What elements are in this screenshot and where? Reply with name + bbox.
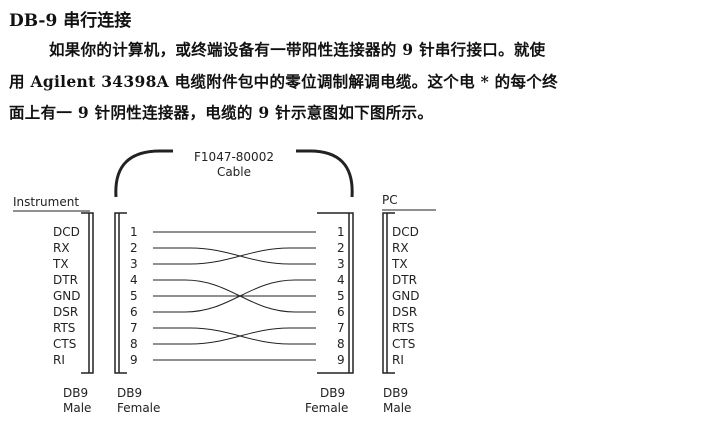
instrument-signal-dcd: DCD <box>53 225 80 239</box>
cable-left-connector-gender: Female <box>117 401 160 415</box>
pc-connector-gender: Male <box>383 401 411 415</box>
left-pin-6: 6 <box>130 305 138 319</box>
cable-left-connector-box <box>114 212 127 374</box>
instrument-label: Instrument <box>13 195 79 209</box>
pc-signal-tx: TX <box>391 257 408 271</box>
pc-connector-box <box>382 212 395 374</box>
right-pin-5: 5 <box>337 289 345 303</box>
instrument-signal-dsr: DSR <box>53 305 78 319</box>
wire-7-to-8 <box>153 327 316 345</box>
instrument-signal-cts: CTS <box>53 337 76 351</box>
instrument-connector-gender: Male <box>63 401 91 415</box>
left-pin-2: 2 <box>130 241 138 255</box>
cable-right-pin-list: 1 2 3 4 5 6 7 8 9 <box>337 225 345 367</box>
left-pin-1: 1 <box>130 225 138 239</box>
pc-signal-dcd: DCD <box>392 225 419 239</box>
cable-outline <box>114 149 354 198</box>
cable-left-connector-type: DB9 <box>117 386 142 400</box>
left-pin-5: 5 <box>130 289 138 303</box>
pc-signal-ri: RI <box>392 353 404 367</box>
right-pin-7: 7 <box>337 321 345 335</box>
cable-label: Cable <box>217 165 251 179</box>
pc-signal-dsr: DSR <box>392 305 417 319</box>
pc-signal-rts: RTS <box>392 321 414 335</box>
paragraph-line-3: 面上有一 9 针阴性连接器，电缆的 9 针示意图如下图所示。 <box>9 103 434 122</box>
instrument-signal-gnd: GND <box>53 289 81 303</box>
right-pin-9: 9 <box>337 353 345 367</box>
instrument-signal-list: DCD RX TX DTR GND DSR RTS CTS RI <box>52 225 81 367</box>
wire-8-to-7 <box>153 327 316 345</box>
section-heading: DB-9 串行连接 <box>9 11 132 31</box>
cable-right-connector-gender: Female <box>305 401 348 415</box>
right-pin-6: 6 <box>337 305 345 319</box>
right-pin-4: 4 <box>337 273 345 287</box>
wire-2-to-3 <box>153 247 316 265</box>
right-pin-2: 2 <box>337 241 345 255</box>
pc-label: PC <box>382 193 398 207</box>
cable-part-number: F1047-80002 <box>194 150 274 164</box>
paragraph-line-2: 用 Agilent 34398A 电缆附件包中的零位调制解调电缆。这个电 * 的… <box>9 72 558 91</box>
left-pin-9: 9 <box>130 353 138 367</box>
wire-6-to-4 <box>153 279 316 313</box>
instrument-signal-rx: RX <box>53 241 70 255</box>
left-pin-4: 4 <box>130 273 138 287</box>
instrument-signal-tx: TX <box>52 257 69 271</box>
right-pin-3: 3 <box>337 257 345 271</box>
left-pin-8: 8 <box>130 337 138 351</box>
pc-signal-list: DCD RX TX DTR GND DSR RTS CTS RI <box>391 225 420 367</box>
pc-signal-cts: CTS <box>392 337 415 351</box>
instrument-connector-box <box>81 212 94 374</box>
instrument-signal-ri: RI <box>53 353 65 367</box>
pc-signal-gnd: GND <box>392 289 420 303</box>
cable-right-connector-type: DB9 <box>320 386 345 400</box>
instrument-signal-rts: RTS <box>53 321 75 335</box>
instrument-signal-dtr: DTR <box>53 273 78 287</box>
left-pin-7: 7 <box>130 321 138 335</box>
wiring <box>153 231 316 361</box>
pc-signal-rx: RX <box>392 241 409 255</box>
right-pin-8: 8 <box>337 337 345 351</box>
paragraph-line-1: 如果你的计算机，或终端设备有一带阳性连接器的 9 针串行接口。就使 <box>49 40 546 59</box>
pc-signal-dtr: DTR <box>392 273 417 287</box>
pc-connector-type: DB9 <box>383 386 408 400</box>
instrument-connector-type: DB9 <box>63 386 88 400</box>
right-pin-1: 1 <box>337 225 345 239</box>
left-pin-3: 3 <box>130 257 138 271</box>
cable-right-connector-box <box>317 212 354 374</box>
wire-3-to-2 <box>153 247 316 265</box>
cable-left-pin-list: 1 2 3 4 5 6 7 8 9 <box>130 225 138 367</box>
